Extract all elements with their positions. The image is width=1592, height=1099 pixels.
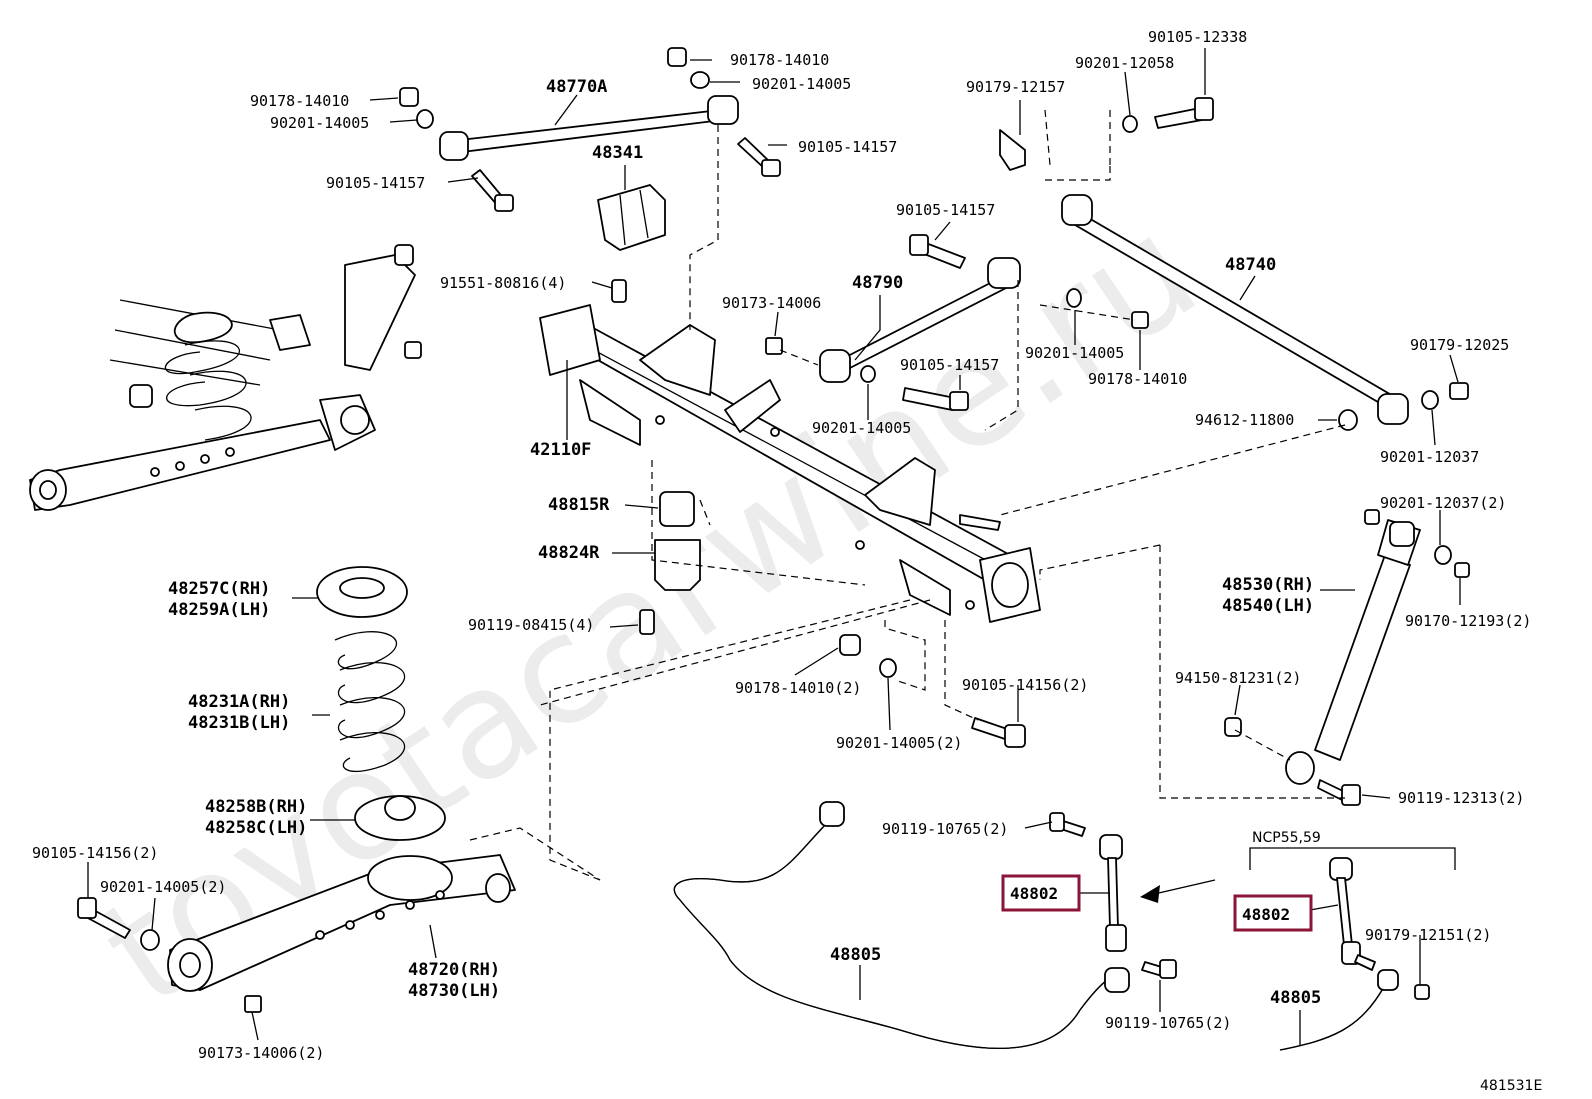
label-48231B: 48231B(LH) <box>188 713 290 733</box>
label-90201-12058: 90201-12058 <box>1075 54 1174 72</box>
label-90119-12313: 90119-12313(2) <box>1398 789 1524 807</box>
label-90105-14157: 90105-14157 <box>326 174 425 192</box>
label-90173-14006: 90173-14006(2) <box>198 1044 324 1062</box>
label-90105-14157: 90105-14157 <box>798 138 897 156</box>
upper-spring-seat <box>316 566 408 618</box>
label-90105-12338: 90105-12338 <box>1148 28 1247 46</box>
label-42110F: 42110F <box>530 440 591 460</box>
bracket-48341 <box>597 184 666 303</box>
label-48231A: 48231A(RH) <box>188 692 290 712</box>
label-48805: 48805 <box>830 945 881 965</box>
label-94612-11800: 94612-11800 <box>1195 411 1294 429</box>
part-labels: 90178-14010 90201-14005 90105-14157 4877… <box>32 28 1542 1094</box>
lateral-rod-48740 <box>999 97 1469 431</box>
label-48802: 48802 <box>1010 884 1058 903</box>
label-48815R: 48815R <box>548 495 610 515</box>
label-48540: 48540(LH) <box>1222 596 1314 616</box>
label-90105-14156: 90105-14156(2) <box>32 844 158 862</box>
label-90201-14005: 90201-14005(2) <box>836 734 962 752</box>
figure-code: 481531E <box>1480 1078 1542 1094</box>
highlight-box-48802-main <box>1001 874 1081 912</box>
label-90105-14157: 90105-14157 <box>900 356 999 374</box>
label-90105-14157: 90105-14157 <box>896 201 995 219</box>
label-90201-14005: 90201-14005(2) <box>100 878 226 896</box>
label-94150-81231: 94150-81231(2) <box>1175 669 1301 687</box>
label-90119-10765: 90119-10765(2) <box>882 820 1008 838</box>
label-90178-14010: 90178-14010 <box>250 92 349 110</box>
label-48740: 48740 <box>1225 255 1276 275</box>
label-48805: 48805 <box>1270 988 1321 1008</box>
label-90201-12037: 90201-12037(2) <box>1380 494 1506 512</box>
label-90201-14005: 90201-14005 <box>752 75 851 93</box>
label-48530: 48530(RH) <box>1222 575 1314 595</box>
label-90201-14005: 90201-14005 <box>270 114 369 132</box>
label-90170-12193: 90170-12193(2) <box>1405 612 1531 630</box>
direction-arrow <box>1140 879 1216 903</box>
leader-lines <box>87 48 1461 1045</box>
label-90178-14010: 90178-14010 <box>1088 370 1187 388</box>
label-90179-12151: 90179-12151(2) <box>1365 926 1491 944</box>
label-90201-12037: 90201-12037 <box>1380 448 1479 466</box>
label-48824R: 48824R <box>538 543 600 563</box>
highlight-box-48802-variant <box>1233 894 1313 932</box>
shock-absorber-48530 <box>1224 509 1470 806</box>
label-90173-14006: 90173-14006 <box>722 294 821 312</box>
label-48258B: 48258B(RH) <box>205 797 307 817</box>
label-48730: 48730(LH) <box>408 981 500 1001</box>
upper-arm-48770A <box>399 47 781 212</box>
lower-spring-insulator <box>354 795 446 841</box>
label-90178-14010: 90178-14010 <box>730 51 829 69</box>
label-90178-14010: 90178-14010(2) <box>735 679 861 697</box>
trailing-arm-48720 <box>77 854 516 1013</box>
label-48341: 48341 <box>592 143 643 163</box>
coil-spring <box>334 631 406 773</box>
control-arm-48790 <box>765 234 1149 411</box>
axle-beam-42110F <box>539 304 1041 623</box>
ncp55-variant-view <box>1249 847 1456 1051</box>
stabilizer-link-48802 <box>1049 812 1177 979</box>
label-90201-14005: 90201-14005 <box>1025 344 1124 362</box>
label-48259A: 48259A(LH) <box>168 600 270 620</box>
label-90179-12025: 90179-12025 <box>1410 336 1509 354</box>
label-90201-14005: 90201-14005 <box>812 419 911 437</box>
label-48802: 48802 <box>1242 905 1290 924</box>
label-91551-80816: 91551-80816(4) <box>440 274 566 292</box>
label-48257C: 48257C(RH) <box>168 579 270 599</box>
variant-label: NCP55,59 <box>1252 830 1321 846</box>
label-48720: 48720(RH) <box>408 960 500 980</box>
label-90179-12157: 90179-12157 <box>966 78 1065 96</box>
label-90119-10765: 90119-10765(2) <box>1105 1014 1231 1032</box>
stabilizer-bar-48805 <box>673 801 1130 1050</box>
label-48770A: 48770A <box>546 77 607 97</box>
misc-fasteners <box>839 634 1026 748</box>
assembled-suspension-view <box>29 244 422 511</box>
label-48790: 48790 <box>852 273 903 293</box>
label-48258C: 48258C(LH) <box>205 818 307 838</box>
label-90119-08415: 90119-08415(4) <box>468 616 594 634</box>
stabilizer-bushing-and-bracket <box>639 491 701 635</box>
assembly-dashed-lines <box>469 125 1346 881</box>
label-90105-14156: 90105-14156(2) <box>962 676 1088 694</box>
